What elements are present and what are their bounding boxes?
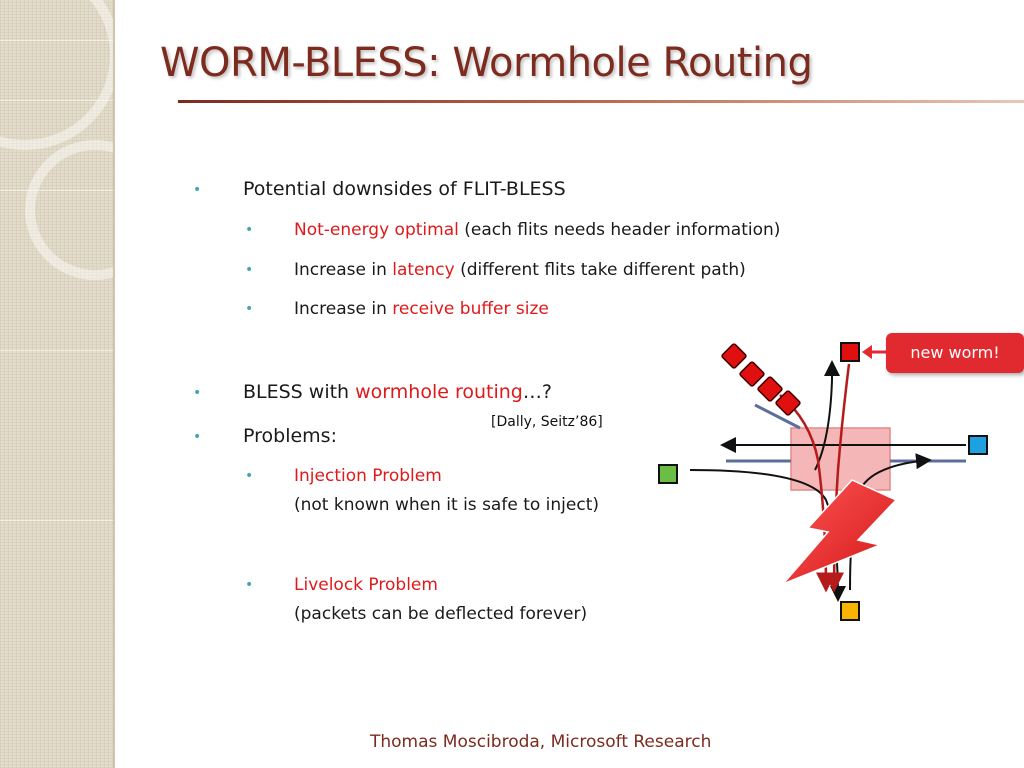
sub-bullet-buffer-pre: Increase in (294, 299, 393, 319)
new-worm-callout: new worm! (886, 333, 1024, 373)
new-worm-node (840, 342, 860, 362)
node-orange (840, 601, 860, 621)
highlight-wormhole: wormhole routing (355, 381, 523, 403)
sub-bullet-latency: Increase in latency (different flits tak… (294, 260, 746, 280)
highlight-buffer: receive buffer size (392, 299, 549, 319)
bullet-dot: • (193, 182, 202, 198)
panel-circle (0, 0, 113, 150)
highlight-energy: Not-energy optimal (294, 220, 459, 240)
citation: [Dally, Seitz’86] (491, 414, 603, 430)
bullet-problems: Problems: (243, 425, 337, 447)
worm-flits (721, 343, 801, 416)
flit-1 (721, 343, 747, 369)
flit-3 (757, 376, 783, 402)
bullet-dot: • (245, 301, 254, 317)
highlight-latency: latency (392, 260, 455, 280)
link-northwest (754, 403, 801, 430)
bullet-dot: • (245, 222, 254, 238)
sub-bullet-energy-text: (each flits needs header information) (458, 220, 781, 240)
sub-bullet-latency-text: (different flits take different path) (454, 260, 746, 280)
panel-edge (113, 0, 115, 768)
panel-circle (25, 140, 113, 280)
conflict-lightning-icon (782, 479, 898, 585)
bullet-wormhole: BLESS with wormhole routing…? (243, 381, 552, 403)
panel-line (0, 520, 113, 521)
bullet-wormhole-pre: BLESS with (243, 381, 356, 403)
bullet-dot: • (193, 385, 202, 401)
callout-arrowhead (862, 345, 872, 359)
decorative-side-panel (0, 0, 113, 768)
footer-author: Thomas Moscibroda, Microsoft Research (370, 732, 712, 752)
slide-title: WORM-BLESS: Wormhole Routing (160, 40, 813, 86)
flit-4 (775, 390, 801, 416)
router-diagram (658, 342, 988, 621)
bullet-downsides: Potential downsides of FLIT-BLESS (243, 178, 566, 200)
flit-2 (739, 361, 765, 387)
sub-bullet-injection: Injection Problem (294, 466, 442, 486)
sub-bullet-latency-pre: Increase in (294, 260, 393, 280)
bullet-dot: • (245, 262, 254, 278)
arrow-green-path (689, 469, 846, 602)
sub-bullet-livelock: Livelock Problem (294, 575, 438, 595)
injection-note: (not known when it is safe to inject) (294, 495, 599, 515)
node-blue (968, 435, 988, 455)
node-green (658, 464, 678, 484)
panel-line (0, 350, 113, 351)
bullet-wormhole-rest: …? (522, 381, 552, 403)
sub-bullet-buffer: Increase in receive buffer size (294, 299, 549, 319)
livelock-note: (packets can be deflected forever) (294, 604, 588, 624)
bullet-dot: • (245, 468, 254, 484)
title-underline (178, 100, 1024, 103)
bullet-dot: • (193, 429, 202, 445)
bullet-dot: • (245, 577, 254, 593)
sub-bullet-energy: Not-energy optimal (each flits needs hea… (294, 220, 780, 240)
